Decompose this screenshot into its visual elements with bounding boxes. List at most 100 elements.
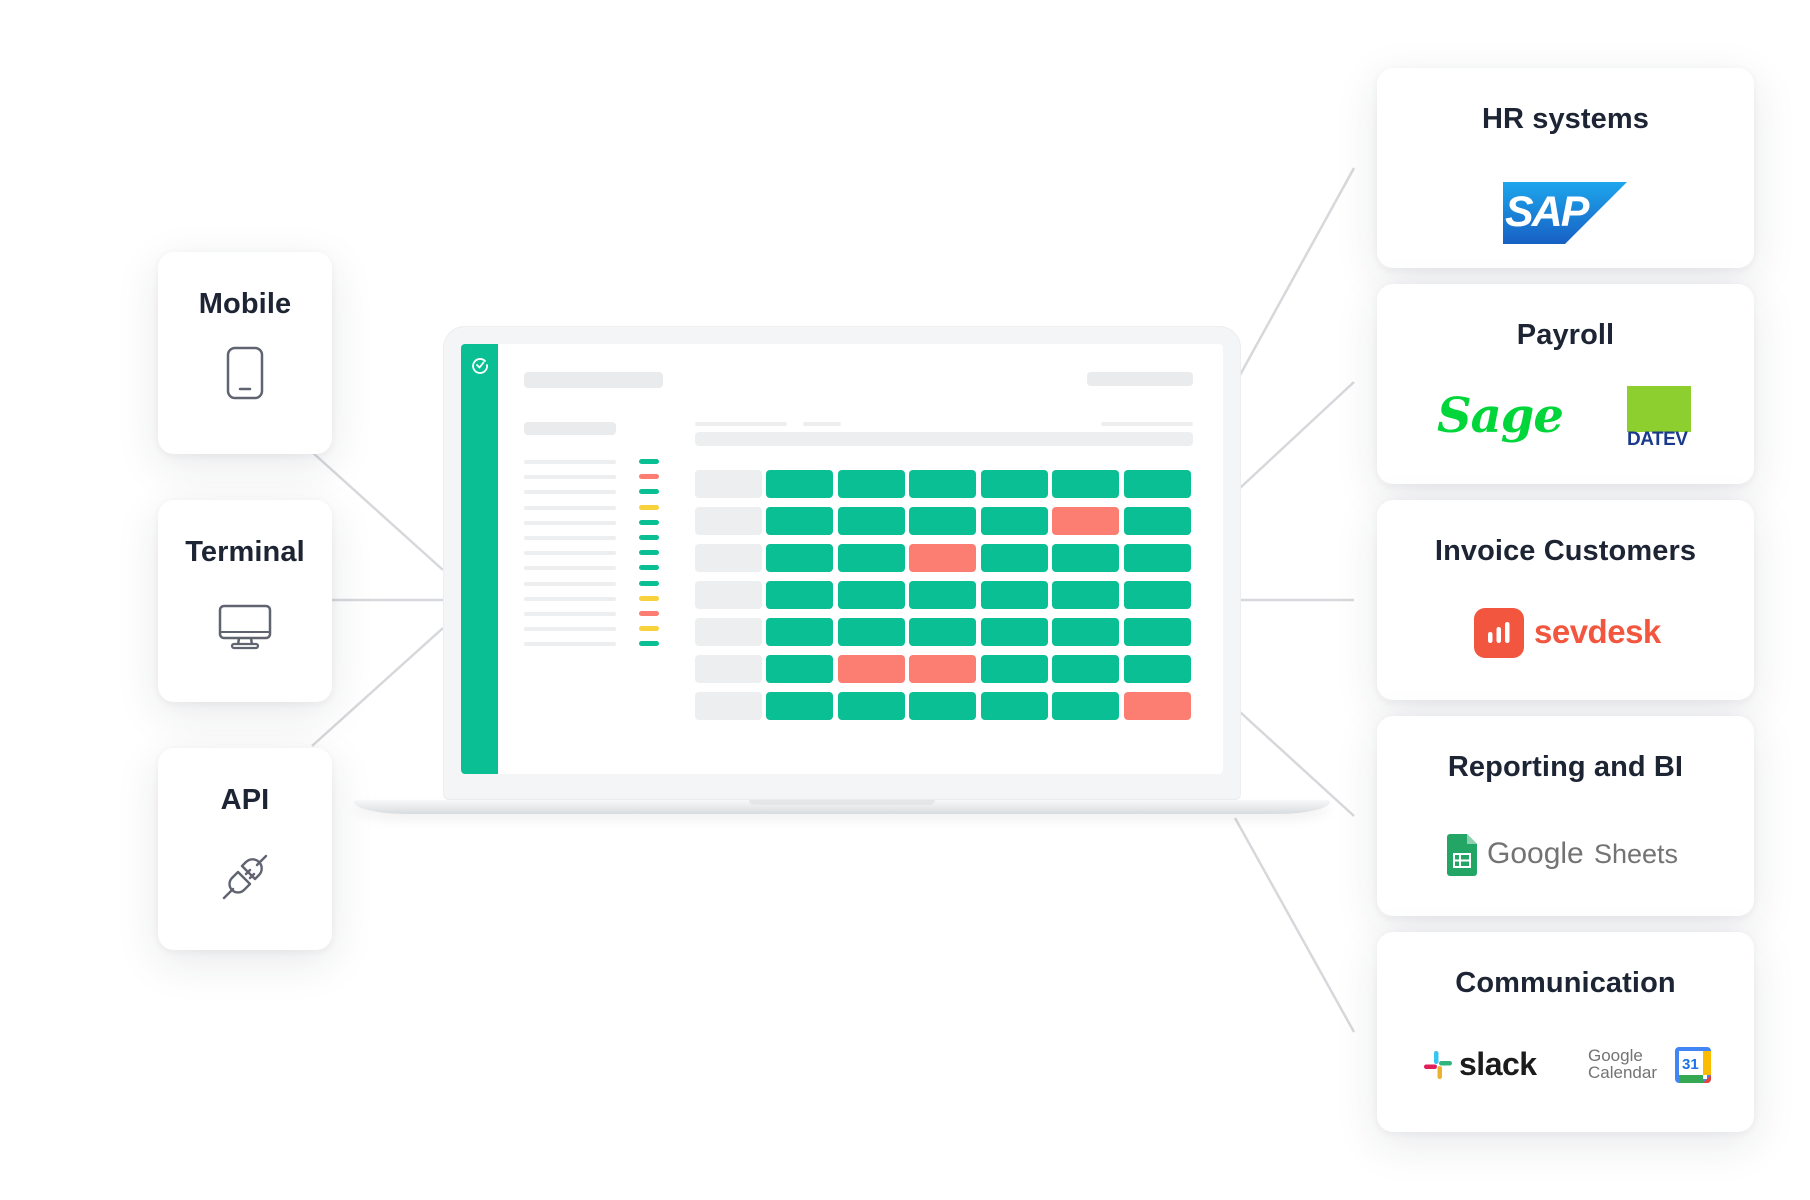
schedule-cell <box>766 655 833 683</box>
card-title-communication: Communication <box>1455 967 1676 999</box>
status-dash <box>639 489 659 495</box>
card-terminal: Terminal <box>158 500 332 702</box>
grid-header-bar <box>695 432 1193 446</box>
schedule-cell <box>1052 507 1119 535</box>
schedule-cell <box>1052 692 1119 720</box>
sap-logo: SAP <box>1503 182 1627 244</box>
smartphone-icon <box>226 346 264 405</box>
sage-logo: Sage <box>1437 388 1564 444</box>
employee-name-placeholder <box>524 612 616 616</box>
schedule-cell <box>837 692 905 720</box>
employee-name-placeholder <box>524 551 616 556</box>
schedule-cell <box>909 618 976 646</box>
schedule-cell <box>766 470 833 498</box>
schedule-row-label <box>695 581 762 609</box>
status-dash <box>639 474 659 480</box>
connector-api <box>311 627 444 747</box>
employee-name-placeholder <box>524 460 616 464</box>
laptop-screen <box>461 344 1223 774</box>
schedule-cell <box>1052 470 1119 498</box>
datev-logo: DATEV <box>1627 386 1691 450</box>
schedule-cell <box>909 544 976 572</box>
google-calendar-logo: Google Calendar 31 <box>1588 1044 1720 1088</box>
employee-name-placeholder <box>524 581 616 586</box>
schedule-row-label <box>695 618 762 646</box>
laptop-illustration <box>354 326 1330 826</box>
schedule-cell <box>909 655 976 683</box>
employee-name-placeholder <box>524 642 616 647</box>
google-calendar-day: 31 <box>1682 1056 1699 1073</box>
schedule-cell <box>837 655 905 683</box>
card-api: API <box>158 748 332 950</box>
slack-icon <box>1424 1051 1452 1079</box>
schedule-cell <box>837 618 905 646</box>
status-dash <box>639 504 659 510</box>
connector-payroll <box>1239 381 1355 489</box>
employee-name-placeholder <box>524 490 616 495</box>
plug-icon <box>220 852 270 907</box>
schedule-cell <box>909 507 976 535</box>
schedule-cell <box>909 581 976 609</box>
status-dash <box>639 626 659 632</box>
card-title-reporting-bi: Reporting and BI <box>1447 751 1684 783</box>
schedule-cell <box>980 544 1048 572</box>
schedule-row-label <box>695 655 762 683</box>
schedule-cell <box>1123 692 1191 720</box>
status-dash <box>639 519 659 525</box>
schedule-cell <box>980 581 1048 609</box>
card-title-invoice-customers: Invoice Customers <box>1434 535 1697 567</box>
employee-name-placeholder <box>524 566 616 571</box>
schedule-row-label <box>695 692 762 720</box>
app-logo-icon <box>472 358 488 374</box>
employee-name-placeholder <box>524 596 616 601</box>
status-dash <box>639 535 659 540</box>
card-mobile: Mobile <box>158 252 332 454</box>
datev-logo-text: DATEV <box>1627 429 1688 450</box>
schedule-cell <box>766 618 833 646</box>
card-communication: Communication slack Google Calendar <box>1377 932 1754 1132</box>
schedule-cell <box>1052 544 1119 572</box>
schedule-cell <box>1123 581 1191 609</box>
schedule-cell <box>980 507 1048 535</box>
status-dash <box>639 580 659 586</box>
schedule-cell <box>766 507 833 535</box>
schedule-cell <box>980 692 1048 720</box>
grid-header-placeholder <box>695 422 787 426</box>
employee-name-placeholder <box>524 505 616 510</box>
schedule-row-label <box>695 507 762 535</box>
connector-reporting <box>1239 711 1355 817</box>
schedule-row-label <box>695 544 762 572</box>
laptop-base <box>354 800 1330 814</box>
card-title-api: API <box>220 784 270 816</box>
sevdesk-logo: sevdesk <box>1474 608 1661 660</box>
card-title-terminal: Terminal <box>185 536 305 568</box>
schedule-cell <box>766 692 833 720</box>
connector-hr <box>1238 167 1356 376</box>
schedule-cell <box>1052 581 1119 609</box>
google-calendar-icon: 31 <box>1674 1046 1712 1084</box>
schedule-cell <box>1123 618 1191 646</box>
card-title-mobile: Mobile <box>198 288 292 320</box>
google-calendar-line1: Google <box>1588 1046 1643 1065</box>
schedule-row-label <box>695 470 762 498</box>
google-sheets-product-text: Sheets <box>1594 839 1679 869</box>
status-dash <box>639 595 659 601</box>
schedule-cell <box>837 470 905 498</box>
header-placeholder <box>524 372 663 388</box>
schedule-cell <box>1052 618 1119 646</box>
status-dash <box>639 565 659 571</box>
card-payroll: Payroll Sage DATEV <box>1377 284 1754 484</box>
slack-logo: slack <box>1423 1046 1543 1086</box>
google-sheets-logo: Google Sheets <box>1447 834 1697 878</box>
schedule-cell <box>909 692 976 720</box>
connector-communication <box>1233 817 1356 1033</box>
status-dash <box>639 611 659 616</box>
connector-mobile <box>311 451 444 571</box>
schedule-cell <box>766 544 833 572</box>
grid-header-placeholder-2 <box>803 422 841 426</box>
schedule-cell <box>1052 655 1119 683</box>
google-sheets-icon <box>1447 834 1477 876</box>
schedule-cell <box>909 470 976 498</box>
card-title-hr-systems: HR systems <box>1481 103 1650 135</box>
